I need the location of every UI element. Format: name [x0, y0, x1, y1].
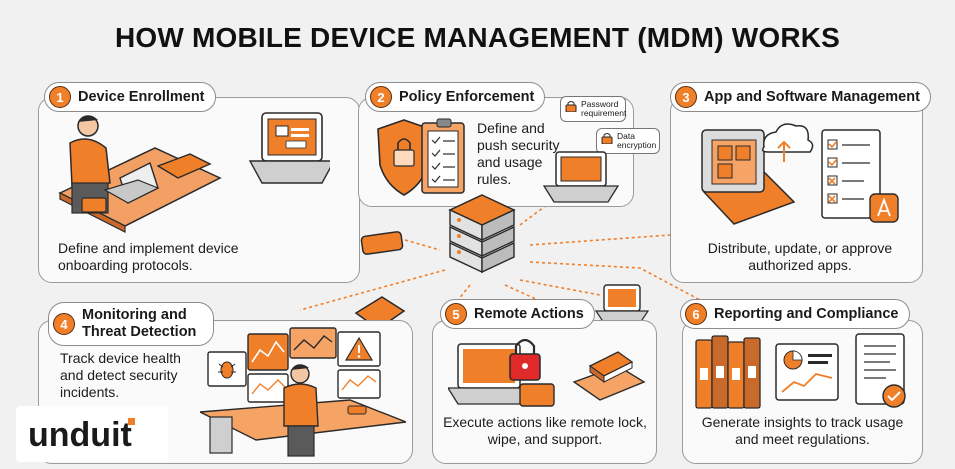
policy-tag-encryption: Data encryption	[596, 128, 660, 154]
laptop-icon	[448, 343, 534, 405]
step-description-policy-enforcement: Define and push security and usage rules…	[477, 120, 560, 187]
check-badge-icon	[882, 384, 906, 408]
logo-wordmark: unduit	[28, 416, 135, 454]
remote-actions-illustration	[448, 338, 646, 407]
monitoring-illustration	[200, 327, 406, 457]
server-icon	[448, 194, 516, 274]
bug-icon	[218, 361, 236, 379]
step-description-reporting: Generate insights to track usage and mee…	[701, 414, 904, 447]
step-number-badge: 5	[445, 303, 467, 325]
binder-icon	[695, 335, 761, 409]
step-description-remote-actions: Execute actions like remote lock, wipe, …	[443, 414, 647, 447]
reporting-illustration	[695, 333, 906, 409]
step-title-app-management: 3 App and Software Management	[670, 82, 931, 112]
step-number-badge: 6	[685, 303, 707, 325]
checklist-icon	[421, 118, 465, 194]
unduit-logo: unduit	[16, 406, 168, 462]
laptop-icon	[103, 162, 160, 204]
padlock-icon	[565, 100, 577, 114]
warning-icon	[344, 336, 374, 361]
svg-text:unduit: unduit	[28, 416, 132, 454]
cloud-upload-icon	[761, 123, 814, 162]
step-title-remote-actions: 5 Remote Actions	[440, 299, 595, 329]
step-title-device-enrollment: 1 Device Enrollment	[44, 82, 216, 112]
policy-illustration	[377, 118, 465, 196]
step-number-badge: 2	[370, 86, 392, 108]
page-title: HOW MOBILE DEVICE MANAGEMENT (MDM) WORKS	[114, 22, 841, 53]
laptop-icon	[248, 112, 330, 184]
phone-icon	[360, 231, 404, 255]
step-title-reporting: 6 Reporting and Compliance	[680, 299, 910, 329]
eraser-icon	[588, 351, 634, 383]
policy-tag-password: Password requirement	[560, 96, 626, 122]
step-description-monitoring: Track device health and detect security …	[60, 350, 181, 400]
app-management-illustration	[701, 123, 899, 225]
step-number-badge: 3	[675, 86, 697, 108]
logo-dot	[128, 418, 135, 425]
laptop-icon	[542, 151, 620, 203]
enrollment-illustration	[58, 112, 330, 233]
step-number-badge: 4	[53, 313, 75, 335]
bar-chart-icon	[775, 343, 839, 401]
step-description-app-management: Distribute, update, or approve authorize…	[707, 240, 893, 273]
step-title-policy-enforcement: 2 Policy Enforcement	[365, 82, 546, 112]
padlock-icon	[601, 132, 613, 146]
step-number-badge: 1	[49, 86, 71, 108]
step-title-monitoring: 4 Monitoring and Threat Detection	[48, 302, 214, 346]
padlock-icon	[509, 338, 541, 381]
step-description-device-enrollment: Define and implement device onboarding p…	[58, 240, 239, 273]
app-store-icon	[869, 193, 899, 223]
